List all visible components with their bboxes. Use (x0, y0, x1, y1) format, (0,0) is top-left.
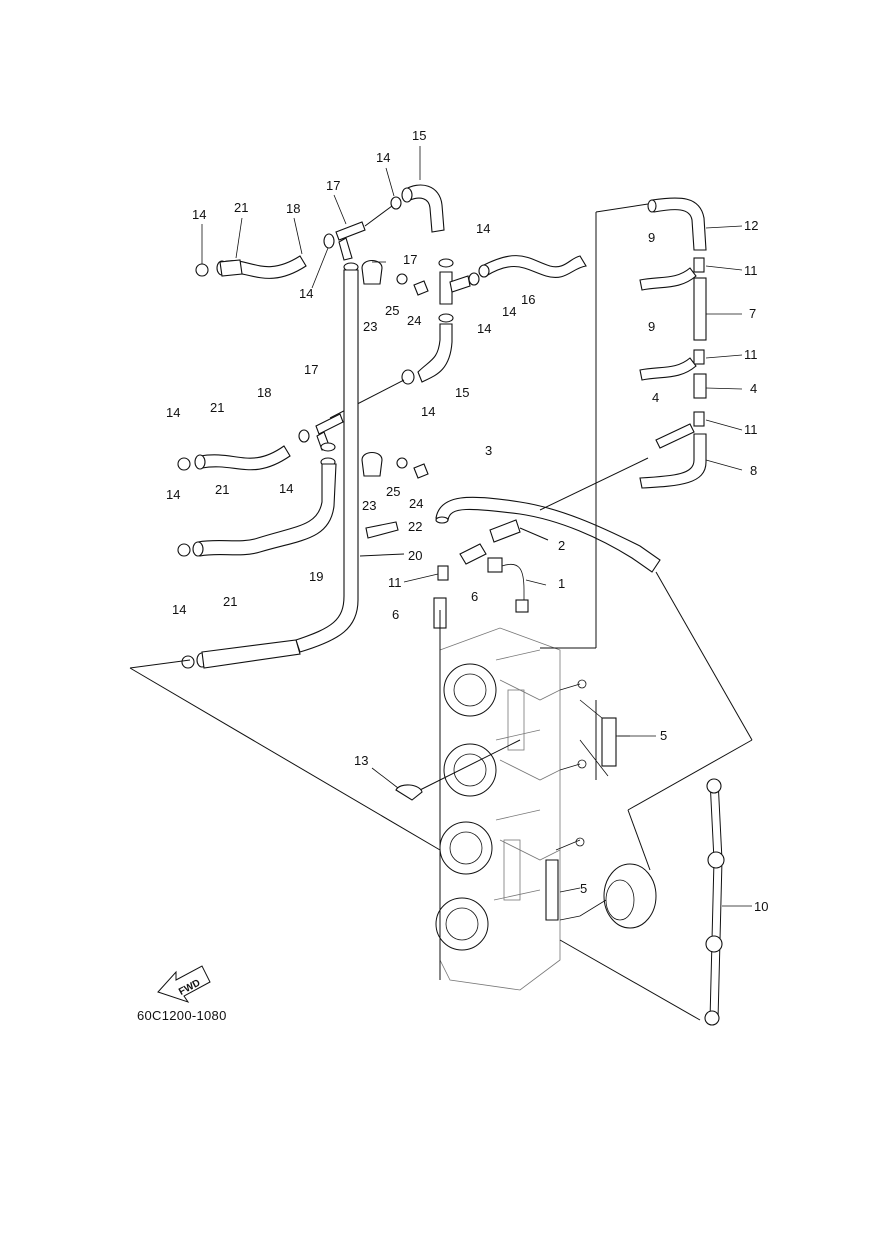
callout-9: 9 (648, 319, 655, 334)
callout-16: 16 (521, 292, 535, 307)
callout-17: 17 (326, 178, 340, 193)
callout-5: 5 (580, 881, 587, 896)
callout-15: 15 (412, 128, 426, 143)
callout-6: 6 (392, 607, 399, 622)
callout-11: 11 (744, 422, 758, 437)
leader-lines (129, 571, 753, 1021)
callout-14: 14 (421, 404, 435, 419)
callout-14: 14 (299, 286, 313, 301)
callout-1: 1 (558, 576, 565, 591)
callout-2: 2 (558, 538, 565, 553)
callout-11: 11 (744, 347, 758, 362)
callout-8: 8 (750, 463, 757, 478)
callout-18: 18 (286, 201, 300, 216)
callout-21: 21 (223, 594, 237, 609)
callout-9: 9 (648, 230, 655, 245)
callout-ticks (201, 146, 743, 789)
callout-14: 14 (172, 602, 186, 617)
callout-19: 19 (309, 569, 323, 584)
callout-7: 7 (749, 306, 756, 321)
callout-24: 24 (409, 496, 423, 511)
callout-25: 25 (385, 303, 399, 318)
callout-15: 15 (455, 385, 469, 400)
hose-group-lower (177, 457, 399, 669)
fwd-label: FWD (177, 978, 202, 998)
diagram-code: 60C1200-1080 (137, 1008, 227, 1023)
callout-14: 14 (477, 321, 491, 336)
callout-14: 14 (166, 487, 180, 502)
callout-22: 22 (408, 519, 422, 534)
callout-21: 21 (215, 482, 229, 497)
callout-3: 3 (485, 443, 492, 458)
callout-24: 24 (407, 313, 421, 328)
callout-14: 14 (476, 221, 490, 236)
link-rod-10 (704, 778, 725, 1026)
callout-11: 11 (744, 263, 758, 278)
callout-6: 6 (471, 589, 478, 604)
hose-group-upper (195, 184, 445, 279)
callout-14: 14 (376, 150, 390, 165)
callout-labels: 1 2 3 4 4 5 5 6 6 7 8 9 9 10 11 11 11 11… (166, 128, 768, 914)
callout-14: 14 (192, 207, 206, 222)
callout-10: 10 (754, 899, 768, 914)
callout-5: 5 (660, 728, 667, 743)
callout-21: 21 (210, 400, 224, 415)
engine-block (435, 610, 657, 991)
callout-11: 11 (388, 575, 402, 590)
callout-14: 14 (502, 304, 516, 319)
callout-18: 18 (257, 385, 271, 400)
callout-12: 12 (744, 218, 758, 233)
hose-group-right (595, 197, 707, 648)
callout-20: 20 (408, 548, 422, 563)
callout-4: 4 (750, 381, 757, 396)
tube-20 (295, 262, 405, 653)
callout-17: 17 (304, 362, 318, 377)
callout-14: 14 (279, 481, 293, 496)
callout-25: 25 (386, 484, 400, 499)
callout-17: 17 (403, 252, 417, 267)
callout-23: 23 (362, 498, 376, 513)
callout-4: 4 (652, 390, 659, 405)
hose-3-assembly (433, 457, 661, 629)
hose-group-center (329, 255, 587, 419)
callout-13: 13 (354, 753, 368, 768)
fwd-arrow-icon: FWD (157, 965, 211, 1003)
hose-group-middle (177, 413, 429, 479)
callout-23: 23 (363, 319, 377, 334)
callout-14: 14 (166, 405, 180, 420)
callout-21: 21 (234, 200, 248, 215)
